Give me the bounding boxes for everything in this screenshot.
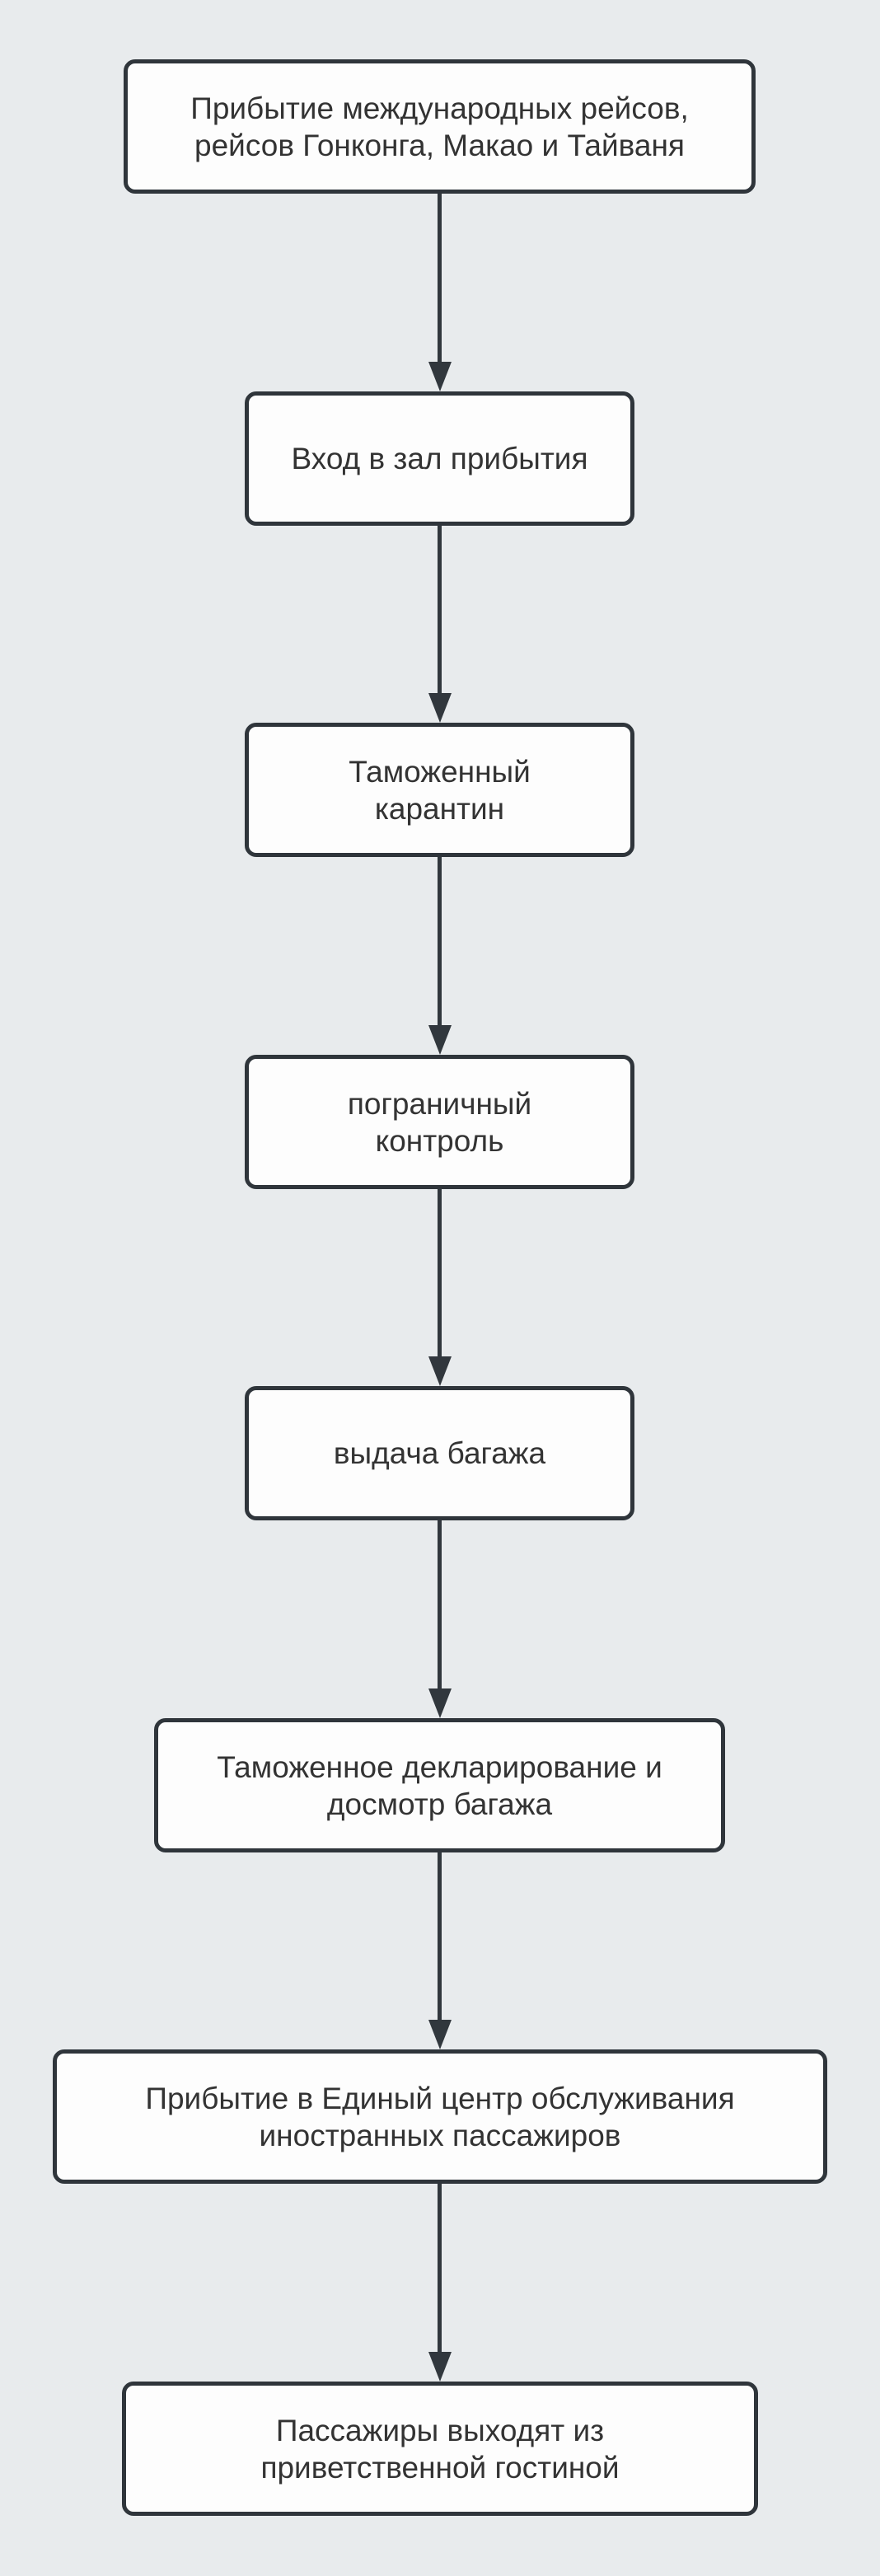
arrow-connector xyxy=(428,1520,452,1718)
node-label: Вход в зал прибытия xyxy=(291,442,588,475)
arrowhead-down-icon xyxy=(428,1356,452,1386)
arrow-line xyxy=(438,525,442,696)
arrow-connector xyxy=(428,1188,452,1386)
flow-node-arrival-hall-entry: Вход в зал прибытия xyxy=(245,391,634,526)
node-label: выдача багажа xyxy=(333,1436,546,1470)
arrowhead-down-icon xyxy=(428,1688,452,1718)
flow-node-customs-declaration: Таможенное декларирование и досмотр бага… xyxy=(154,1718,725,1852)
arrowhead-down-icon xyxy=(428,693,452,723)
flow-node-international-flights-arrival: Прибытие международных рейсов, рейсов Го… xyxy=(124,59,756,194)
arrow-line xyxy=(438,194,442,364)
node-label: Таможенный карантин xyxy=(349,754,531,826)
arrow-connector xyxy=(428,857,452,1055)
arrowhead-down-icon xyxy=(428,1025,452,1055)
node-label: Таможенное декларирование и досмотр бага… xyxy=(217,1749,662,1821)
flow-node-border-control: пограничный контроль xyxy=(245,1055,634,1189)
node-label: пограничный контроль xyxy=(347,1086,532,1158)
arrow-line xyxy=(438,1852,442,2022)
arrow-connector xyxy=(428,1852,452,2049)
arrow-line xyxy=(438,1188,442,1359)
arrow-line xyxy=(438,857,442,1028)
flow-node-service-center-arrival: Прибытие в Единый центр обслуживания ино… xyxy=(53,2049,827,2184)
arrow-connector xyxy=(428,194,452,391)
flow-node-customs-quarantine: Таможенный карантин xyxy=(245,723,634,857)
node-label: Прибытие в Единый центр обслуживания ино… xyxy=(145,2081,735,2152)
flow-node-baggage-claim: выдача багажа xyxy=(245,1386,634,1520)
flow-node-welcome-lounge-exit: Пассажиры выходят из приветственной гост… xyxy=(122,2382,758,2516)
arrowhead-down-icon xyxy=(428,362,452,391)
arrowhead-down-icon xyxy=(428,2352,452,2382)
arrow-line xyxy=(438,2184,442,2354)
node-label: Прибытие международных рейсов, рейсов Го… xyxy=(190,91,689,162)
arrowhead-down-icon xyxy=(428,2020,452,2049)
node-label: Пассажиры выходят из приветственной гост… xyxy=(260,2413,620,2485)
arrow-connector xyxy=(428,2184,452,2382)
arrow-line xyxy=(438,1520,442,1691)
arrow-connector xyxy=(428,525,452,723)
